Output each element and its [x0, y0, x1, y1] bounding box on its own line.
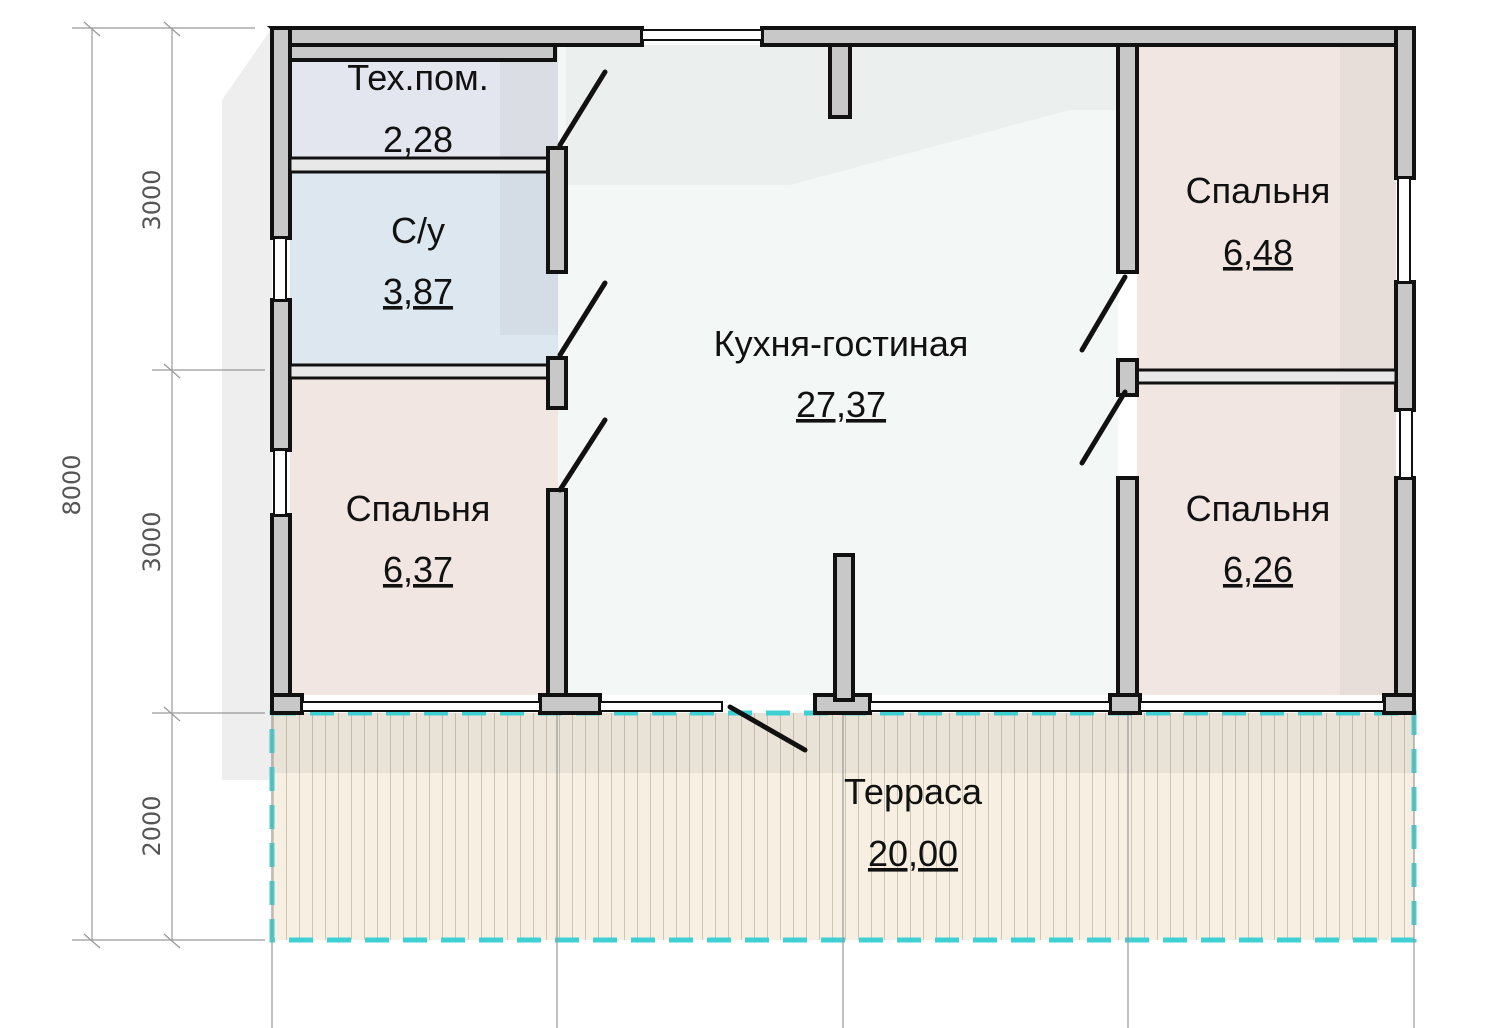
room-name-bathroom: С/у	[391, 210, 445, 251]
shadow	[222, 28, 272, 780]
room-name-terrace: Терраса	[844, 771, 983, 812]
room-name-tech: Тех.пом.	[347, 57, 488, 98]
tech-room-floor	[290, 45, 558, 158]
dimension-total: 8000	[58, 454, 86, 515]
windows	[273, 29, 1413, 712]
dimension-lines	[72, 21, 1415, 1028]
bedroom-bottom-right-floor	[1137, 383, 1396, 695]
dimension-segment-2: 3000	[138, 511, 166, 572]
room-area-tech: 2,28	[383, 119, 453, 160]
bedroom-top-right-floor	[1137, 45, 1396, 370]
room-name-kitchen: Кухня-гостиная	[714, 323, 969, 364]
room-name-bedroom-left: Спальня	[346, 488, 491, 529]
door-swings	[557, 69, 1128, 753]
room-area-bedroom-bottom-right: 6,26	[1223, 549, 1293, 590]
room-area-bedroom-left: 6,37	[383, 549, 453, 590]
room-area-kitchen: 27,37	[796, 384, 886, 425]
room-area-terrace: 20,00	[868, 833, 958, 874]
bathroom-floor	[290, 172, 558, 365]
room-area-bedroom-top-right: 6,48	[1223, 232, 1293, 273]
room-area-bathroom: 3,87	[383, 271, 453, 312]
room-name-bedroom-bottom-right: Спальня	[1186, 488, 1331, 529]
bedroom-left-floor	[290, 378, 558, 695]
dimension-segment-1: 3000	[138, 169, 166, 230]
dimension-segment-3: 2000	[138, 795, 166, 856]
room-name-bedroom-top-right: Спальня	[1186, 170, 1331, 211]
